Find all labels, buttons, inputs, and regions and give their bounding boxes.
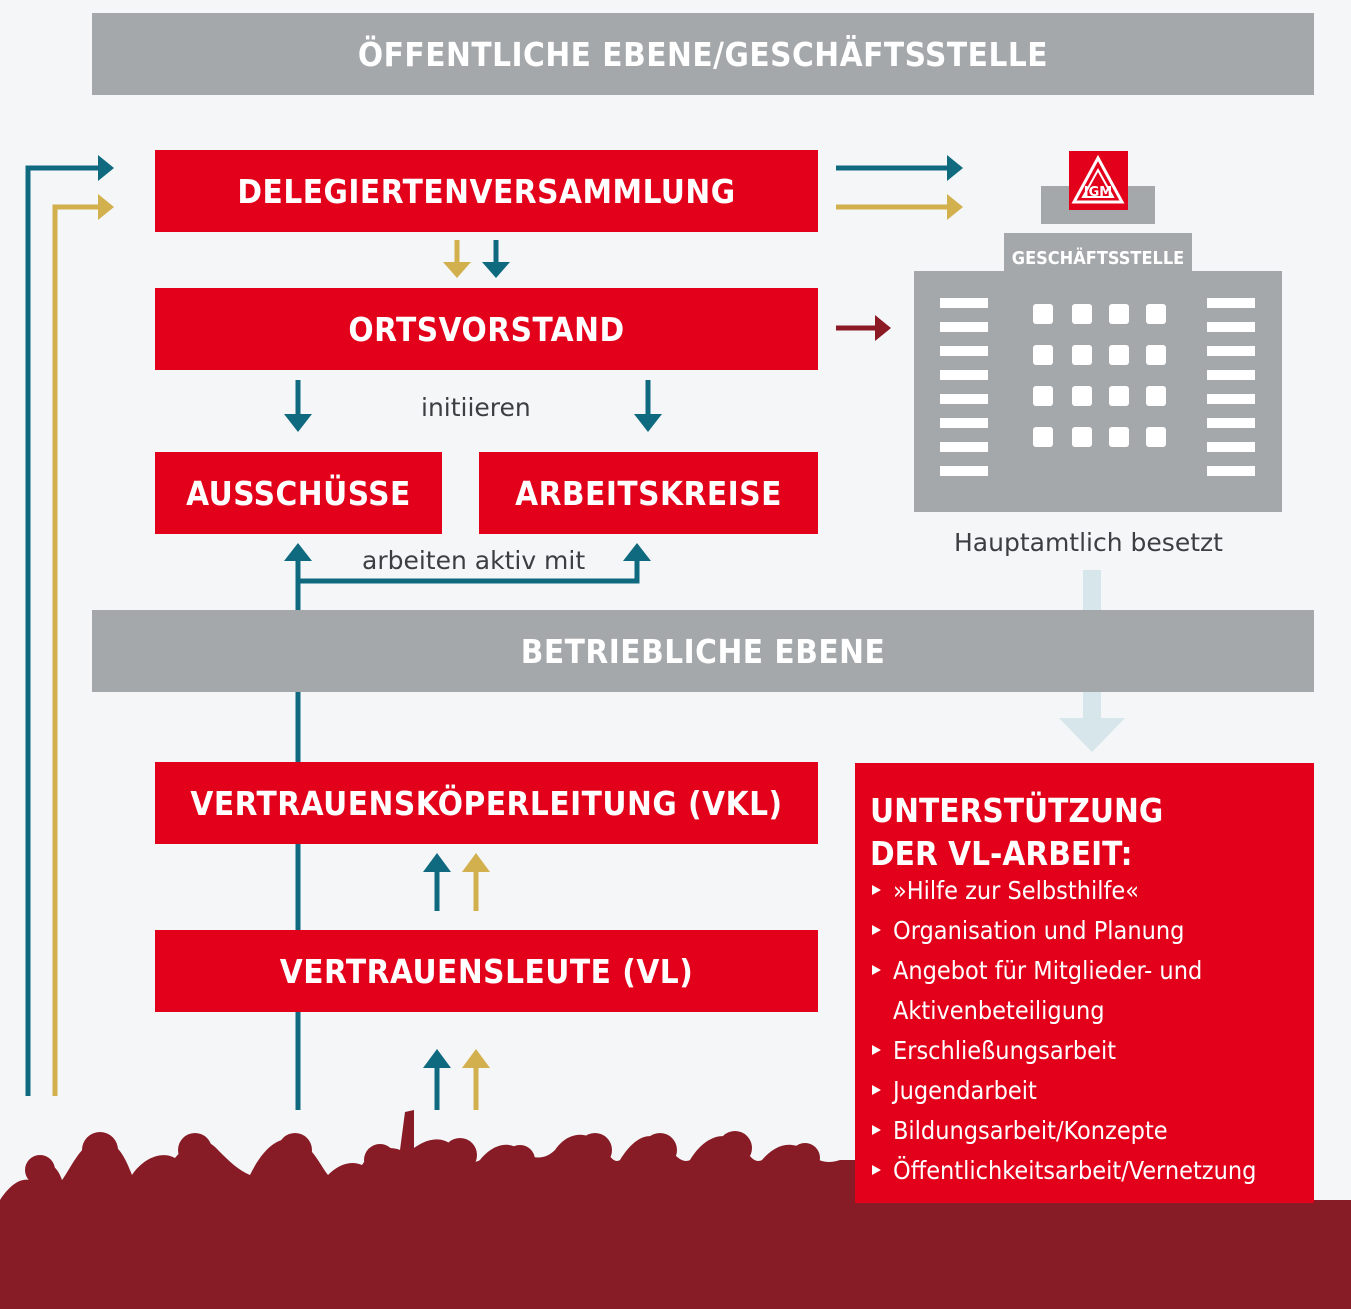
box-ortsvorstand: ORTSVORSTAND [155, 288, 818, 370]
band-oeffentliche-ebene: ÖFFENTLICHE EBENE/GESCHÄFTSSTELLE [92, 13, 1314, 95]
list-item: Öffentlichkeitsarbeit/Vernetzung [870, 1151, 1310, 1191]
support-title-line2: DER VL-ARBEIT: [870, 834, 1133, 873]
band-betriebliche-ebene-label: BETRIEBLICHE EBENE [520, 631, 886, 671]
list-item: Bildungsarbeit/Konzepte [870, 1111, 1310, 1151]
feedback-arrow-teal [25, 165, 100, 1096]
box-arbeitskreise: ARBEITSKREISE [479, 452, 818, 534]
bullet-triangle-icon [872, 1085, 881, 1095]
label-arbeiten-aktiv-mit: arbeiten aktiv mit [362, 546, 586, 575]
box-arbeitskreise-label: ARBEITSKREISE [515, 473, 782, 513]
box-delegiertenversammlung: DELEGIERTENVERSAMMLUNG [155, 150, 818, 232]
bullet-triangle-icon [872, 1045, 881, 1055]
arrows-delegierten-to-ortsvorstand [443, 240, 510, 278]
box-vkl-label: VERTRAUENSKÖPERLEITUNG (VKL) [190, 783, 783, 823]
box-ausschuesse-label: AUSSCHÜSSE [186, 473, 411, 513]
igm-logo-icon: IGM [1069, 151, 1128, 210]
band-betriebliche-ebene: BETRIEBLICHE EBENE [92, 610, 1314, 692]
label-hauptamtlich-besetzt: Hauptamtlich besetzt [954, 528, 1223, 557]
list-item: Angebot für Mitglieder- und Aktivenbetei… [870, 951, 1310, 1031]
building-icon: IGM [914, 151, 1282, 512]
box-delegiertenversammlung-label: DELEGIERTENVERSAMMLUNG [237, 171, 736, 211]
arrows-to-geschaeftsstelle [836, 155, 963, 220]
list-item: Jugendarbeit [870, 1071, 1310, 1111]
arrows-crowd-to-vl [423, 1049, 490, 1110]
band-oeffentliche-ebene-label: ÖFFENTLICHE EBENE/GESCHÄFTSSTELLE [357, 34, 1049, 74]
box-vkl: VERTRAUENSKÖPERLEITUNG (VKL) [155, 762, 818, 844]
list-item: Erschließungsarbeit [870, 1031, 1310, 1071]
support-title: UNTERSTÜTZUNG DER VL-ARBEIT: [870, 789, 1163, 875]
igm-logo-text: IGM [1084, 185, 1112, 200]
list-item: »Hilfe zur Selbsthilfe« [870, 871, 1310, 911]
label-initiieren: initiieren [421, 393, 531, 422]
box-vl: VERTRAUENSLEUTE (VL) [155, 930, 818, 1012]
feedback-arrow-gold [52, 204, 100, 1096]
list-item: Organisation und Planung [870, 911, 1310, 951]
crowd-silhouette [0, 1110, 1351, 1309]
support-title-line1: UNTERSTÜTZUNG [870, 791, 1164, 830]
arrows-initiieren [284, 380, 662, 432]
building-label: GESCHÄFTSSTELLE [1011, 248, 1185, 269]
bullet-triangle-icon [872, 1165, 881, 1175]
bullet-triangle-icon [872, 925, 881, 935]
bullet-triangle-icon [872, 965, 881, 975]
support-list: »Hilfe zur Selbsthilfe« Organisation und… [870, 871, 1310, 1191]
bullet-triangle-icon [872, 885, 881, 895]
arrow-ortsvorstand-to-building [836, 315, 891, 341]
box-ausschuesse: AUSSCHÜSSE [155, 452, 442, 534]
arrows-vl-to-vkl [423, 853, 490, 911]
bullet-triangle-icon [872, 1125, 881, 1135]
support-panel: UNTERSTÜTZUNG DER VL-ARBEIT: »Hilfe zur … [855, 763, 1314, 1203]
box-vl-label: VERTRAUENSLEUTE (VL) [279, 951, 694, 991]
box-ortsvorstand-label: ORTSVORSTAND [348, 309, 625, 349]
